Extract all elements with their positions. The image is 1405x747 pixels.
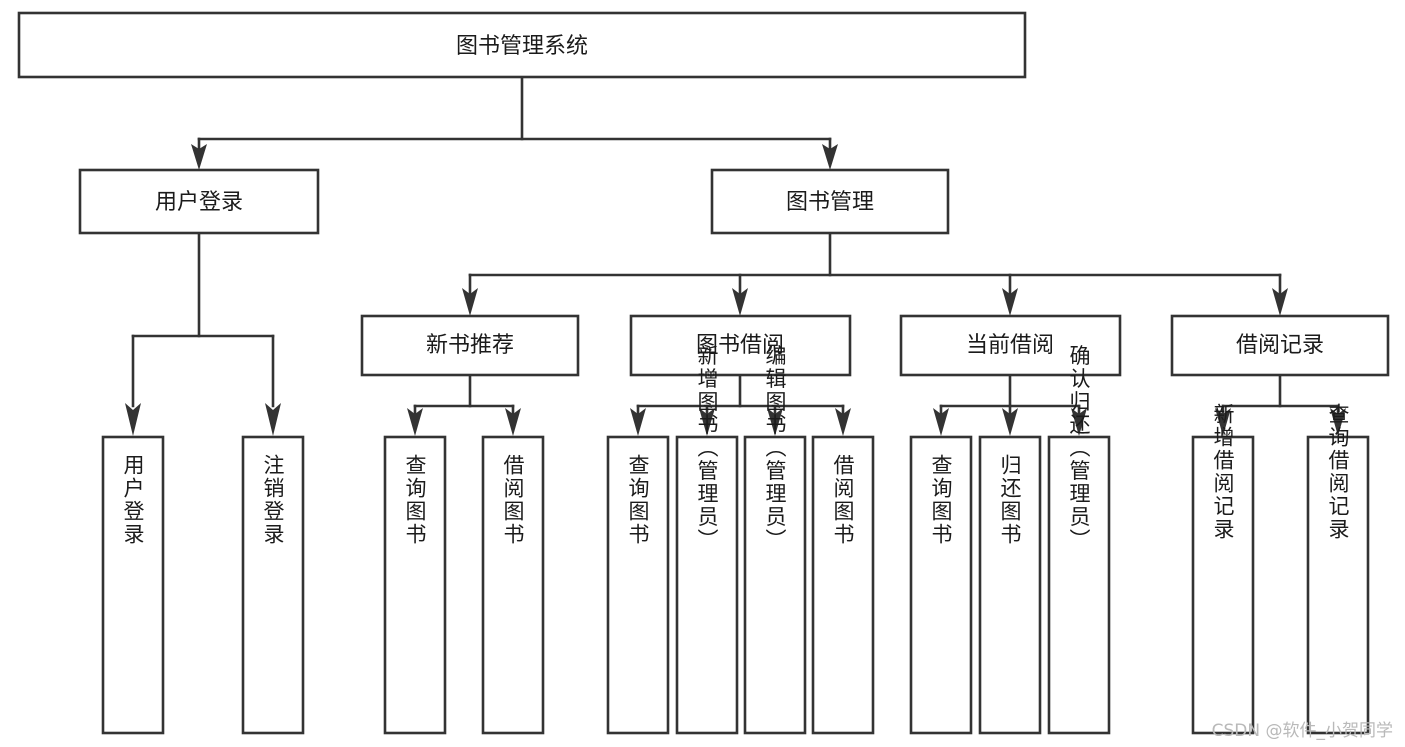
leaf-add-record-label: 新增借阅记录 bbox=[1211, 403, 1235, 541]
node-leaf-add-book[interactable]: 新增图书（管理员） bbox=[675, 345, 739, 735]
leaf-query-record-label: 查询借阅记录 bbox=[1326, 403, 1350, 541]
leaf-query-record-box[interactable] bbox=[1306, 435, 1370, 735]
node-book-borrow[interactable]: 图书借阅 bbox=[629, 314, 852, 377]
leaf-query-book-2-box[interactable] bbox=[606, 435, 670, 735]
leaf-add-book-label: 新增图书（管理员） bbox=[695, 345, 719, 552]
node-leaf-borrow-book-1[interactable]: 借阅图书 bbox=[481, 435, 545, 735]
node-leaf-confirm-return[interactable]: 确认归还（管理员） bbox=[1047, 345, 1111, 735]
leaf-add-book-box[interactable] bbox=[675, 435, 739, 735]
leaf-borrow-book-2-label: 借阅图书 bbox=[831, 454, 855, 546]
arrow-to-leaf-return-book bbox=[1002, 408, 1018, 436]
node-user-login[interactable]: 用户登录 bbox=[78, 168, 320, 235]
user-login-label: 用户登录 bbox=[155, 190, 243, 215]
leaf-logout-label: 注销登录 bbox=[261, 454, 285, 546]
current-borrow-label: 当前借阅 bbox=[966, 333, 1054, 358]
leaf-query-book-1-label: 查询图书 bbox=[403, 454, 427, 546]
leaf-confirm-return-box[interactable] bbox=[1047, 435, 1111, 735]
book-management-box[interactable] bbox=[710, 168, 950, 235]
node-current-borrow[interactable]: 当前借阅 bbox=[899, 314, 1122, 377]
arrow-to-borrow-record bbox=[1272, 288, 1288, 316]
connector-layer bbox=[125, 75, 1346, 436]
arrow-to-leaf-confirm-return bbox=[1071, 408, 1087, 436]
leaf-user-login-box[interactable] bbox=[101, 435, 165, 735]
current-borrow-box[interactable] bbox=[899, 314, 1122, 377]
leaf-add-record-box[interactable] bbox=[1191, 435, 1255, 735]
arrow-to-leaf-query-book-3 bbox=[933, 408, 949, 436]
arrow-root-to-book-management bbox=[822, 144, 838, 170]
root-box[interactable] bbox=[17, 11, 1027, 79]
leaf-user-login-label: 用户登录 bbox=[121, 454, 145, 546]
node-leaf-query-book-3[interactable]: 查询图书 bbox=[909, 435, 973, 735]
leaf-borrow-book-1-box[interactable] bbox=[481, 435, 545, 735]
new-book-recommend-box[interactable] bbox=[360, 314, 580, 377]
node-leaf-add-record[interactable]: 新增借阅记录 bbox=[1191, 403, 1255, 735]
arrow-to-leaf-add-book bbox=[699, 408, 715, 436]
book-borrow-box[interactable] bbox=[629, 314, 852, 377]
book-management-label: 图书管理 bbox=[786, 190, 874, 215]
node-leaf-user-login[interactable]: 用户登录 bbox=[101, 435, 165, 735]
arrow-to-leaf-query-record bbox=[1330, 408, 1346, 436]
node-borrow-record[interactable]: 借阅记录 bbox=[1170, 314, 1390, 377]
arrow-root-to-user-login bbox=[191, 144, 207, 170]
leaf-borrow-book-2-box[interactable] bbox=[811, 435, 875, 735]
arrow-to-leaf-logout bbox=[265, 403, 281, 436]
arrow-to-book-borrow bbox=[732, 288, 748, 316]
node-leaf-borrow-book-2[interactable]: 借阅图书 bbox=[811, 435, 875, 735]
leaf-query-book-3-label: 查询图书 bbox=[929, 454, 953, 546]
book-borrow-label: 图书借阅 bbox=[696, 333, 784, 358]
leaf-query-book-1-box[interactable] bbox=[383, 435, 447, 735]
node-new-book-recommend[interactable]: 新书推荐 bbox=[360, 314, 580, 377]
root-label: 图书管理系统 bbox=[456, 34, 588, 59]
node-leaf-query-record[interactable]: 查询借阅记录 bbox=[1306, 403, 1370, 735]
arrow-to-leaf-edit-book bbox=[767, 408, 783, 436]
arrow-to-new-book-recommend bbox=[462, 288, 478, 316]
node-leaf-logout[interactable]: 注销登录 bbox=[241, 435, 305, 735]
node-leaf-query-book-1[interactable]: 查询图书 bbox=[383, 435, 447, 735]
new-book-recommend-label: 新书推荐 bbox=[426, 333, 514, 358]
leaf-return-book-label: 归还图书 bbox=[998, 454, 1022, 546]
node-leaf-query-book-2[interactable]: 查询图书 bbox=[606, 435, 670, 735]
arrow-to-leaf-query-book-1 bbox=[407, 408, 423, 436]
leaf-query-book-2-label: 查询图书 bbox=[626, 454, 650, 546]
leaf-confirm-return-label: 确认归还（管理员） bbox=[1067, 345, 1091, 552]
arrow-to-leaf-add-record bbox=[1215, 408, 1231, 436]
arrow-to-leaf-query-book-2 bbox=[630, 408, 646, 436]
arrow-to-leaf-user-login bbox=[125, 403, 141, 436]
leaf-logout-box[interactable] bbox=[241, 435, 305, 735]
user-login-box[interactable] bbox=[78, 168, 320, 235]
leaf-edit-book-box[interactable] bbox=[743, 435, 807, 735]
borrow-record-box[interactable] bbox=[1170, 314, 1390, 377]
node-book-management[interactable]: 图书管理 bbox=[710, 168, 950, 235]
node-root[interactable]: 图书管理系统 bbox=[17, 11, 1027, 79]
arrow-to-leaf-borrow-book-2 bbox=[835, 408, 851, 436]
leaf-edit-book-label: 编辑图书（管理员） bbox=[763, 345, 787, 552]
borrow-record-label: 借阅记录 bbox=[1236, 333, 1324, 358]
node-leaf-return-book[interactable]: 归还图书 bbox=[978, 435, 1042, 735]
leaf-borrow-book-1-label: 借阅图书 bbox=[501, 454, 525, 546]
node-leaf-edit-book[interactable]: 编辑图书（管理员） bbox=[743, 345, 807, 735]
arrow-to-current-borrow bbox=[1002, 288, 1018, 316]
leaf-query-book-3-box[interactable] bbox=[909, 435, 973, 735]
arrow-to-leaf-borrow-book-1 bbox=[505, 408, 521, 436]
leaf-return-book-box[interactable] bbox=[978, 435, 1042, 735]
